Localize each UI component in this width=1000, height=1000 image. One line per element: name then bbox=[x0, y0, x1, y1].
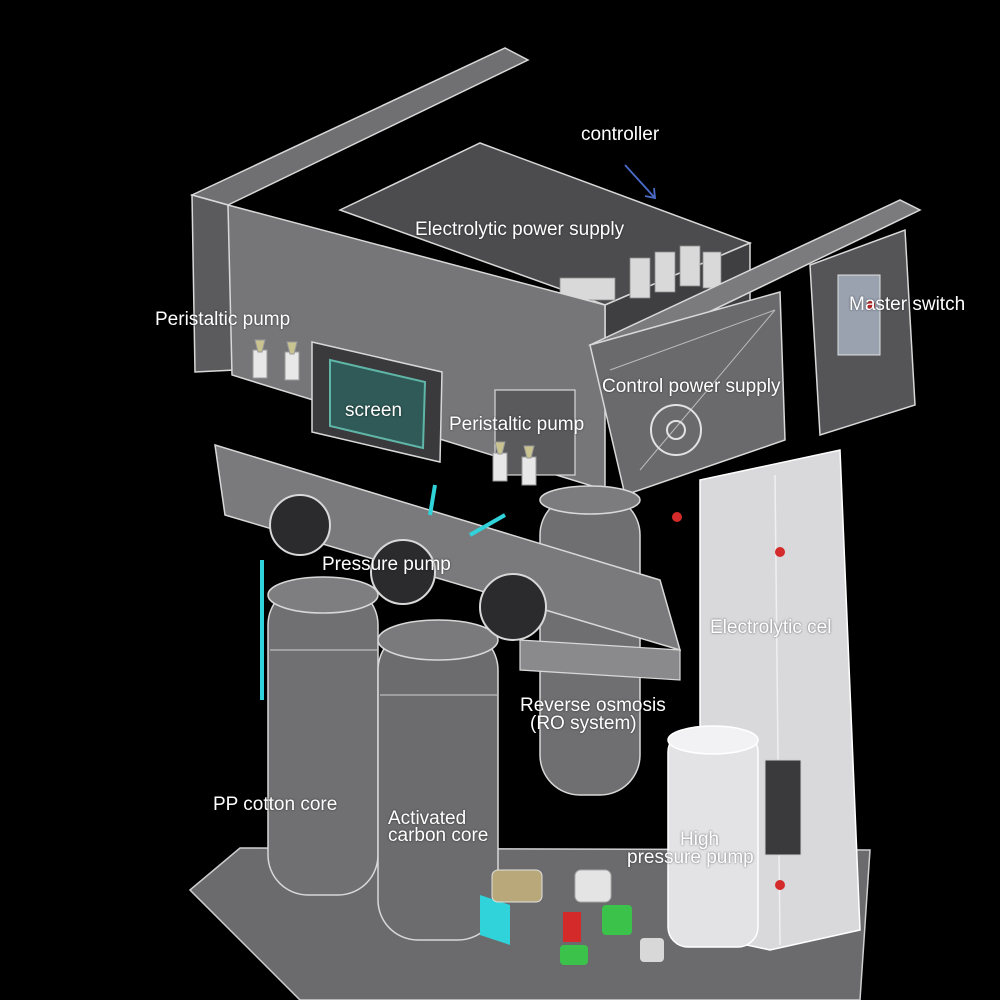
peristaltic-pump-left-fittings bbox=[252, 339, 300, 381]
controller-vents bbox=[559, 245, 722, 301]
label-high: High bbox=[680, 829, 720, 850]
cyan-pipes bbox=[260, 484, 506, 700]
label-pressure-pump-high: pressure pump bbox=[627, 847, 754, 868]
label-carbon-core: carbon core bbox=[388, 825, 489, 846]
label-ro-system: (RO system) bbox=[530, 713, 637, 734]
port-3 bbox=[479, 573, 547, 641]
label-screen: screen bbox=[345, 400, 403, 421]
pp-cotton-filter bbox=[267, 576, 379, 896]
label-pp-cotton-core: PP cotton core bbox=[213, 794, 338, 815]
label-peristaltic-pump-center: Peristaltic pump bbox=[449, 414, 585, 435]
label-electrolytic-cell: Electrolytic cel bbox=[710, 617, 832, 638]
control-power-box bbox=[589, 291, 786, 496]
activated-carbon-filter bbox=[377, 619, 499, 941]
screen-glass bbox=[329, 358, 427, 450]
fan-icon bbox=[650, 404, 702, 456]
controller-arrow bbox=[624, 164, 657, 200]
label-electrolytic-power-supply: Electrolytic power supply bbox=[415, 219, 625, 240]
bottom-valves bbox=[491, 869, 664, 965]
label-controller: controller bbox=[581, 124, 660, 145]
port-2 bbox=[370, 539, 436, 605]
label-peristaltic-pump-left: Peristaltic pump bbox=[155, 309, 291, 330]
label-activated: Activated bbox=[388, 808, 467, 829]
label-master-switch: Master switch bbox=[849, 294, 966, 315]
label-reverse-osmosis: Reverse osmosis bbox=[520, 695, 666, 716]
peristaltic-pump-center-fittings bbox=[492, 441, 537, 486]
cyan-bracket bbox=[480, 895, 510, 945]
label-pressure-pump: Pressure pump bbox=[322, 554, 451, 575]
label-control-power-supply: Control power supply bbox=[602, 376, 781, 397]
port-1 bbox=[269, 494, 331, 556]
